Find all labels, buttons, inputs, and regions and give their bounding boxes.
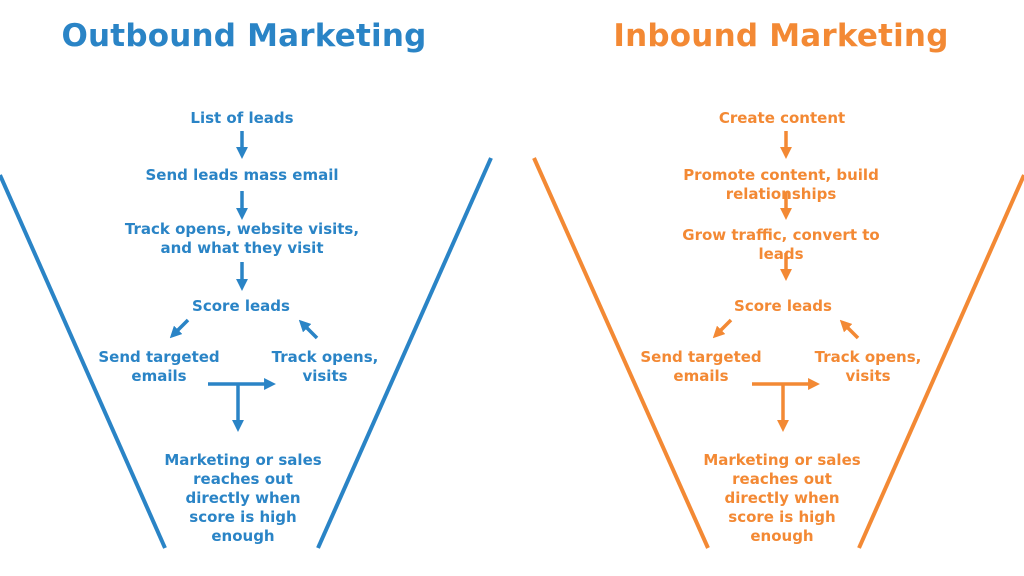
step-list-of-leads: List of leads: [190, 109, 294, 127]
step-promote-content: Promote content, build relationships: [683, 166, 879, 203]
step-send-targeted-emails: Send targeted emails: [98, 348, 220, 385]
step-score-leads: Score leads: [734, 297, 832, 315]
step-send-targeted-emails: Send targeted emails: [640, 348, 762, 385]
step-grow-traffic: Grow traffic, convert to leads: [682, 226, 880, 263]
step-send-mass-email: Send leads mass email: [145, 166, 339, 184]
step-track-opens-visits: Track opens, visits: [814, 348, 922, 385]
outbound-title: Outbound Marketing: [61, 18, 427, 54]
step-reach-out: Marketing or sales reaches out directly …: [703, 451, 861, 545]
inbound-marketing-panel: Inbound Marketing Create content Promote…: [512, 0, 1024, 576]
step-score-leads: Score leads: [192, 297, 290, 315]
step-track-website-visits: Track opens, website visits, and what th…: [124, 220, 360, 257]
step-track-opens-visits: Track opens, visits: [271, 348, 379, 385]
step-create-content: Create content: [718, 109, 846, 127]
outbound-marketing-panel: Outbound Marketing List of leads Send le…: [61, 18, 427, 545]
step-reach-out: Marketing or sales reaches out directly …: [164, 451, 322, 545]
inbound-title: Inbound Marketing: [613, 18, 949, 54]
